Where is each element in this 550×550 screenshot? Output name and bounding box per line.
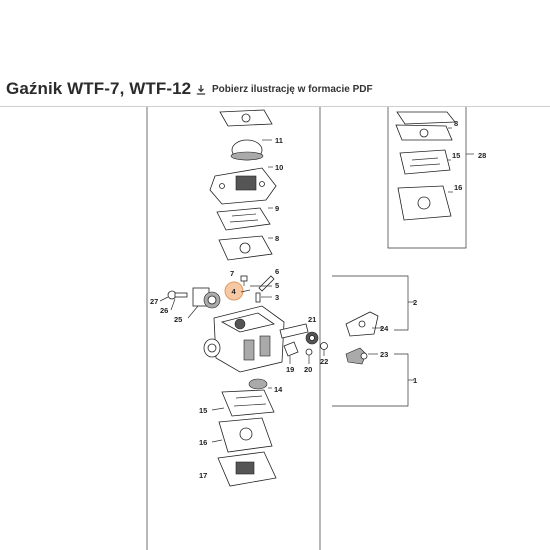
- part-8-gasket-upper: [218, 235, 273, 261]
- kit-panel-parts: [395, 111, 456, 221]
- part-6-lever: [258, 275, 275, 292]
- label-1: 1: [413, 376, 417, 385]
- part-9-gasket-upper: [216, 207, 271, 231]
- part-gasket-15-kit: [399, 149, 451, 175]
- part-carburetor-body: [203, 305, 309, 373]
- label-4: 4: [232, 287, 237, 296]
- kit-panel-leaders: [448, 127, 474, 193]
- part-22-nut: [320, 342, 328, 356]
- part-gasket-8-kit: [395, 124, 453, 141]
- label-28: 28: [478, 151, 486, 160]
- part-20-washer: [305, 348, 313, 364]
- diagram-frame: [146, 107, 467, 550]
- part-11-primer-bulb: [230, 139, 264, 161]
- download-icon: [196, 84, 206, 95]
- label-6: 6: [275, 267, 279, 276]
- label-15: 15: [199, 406, 207, 415]
- label-14: 14: [274, 385, 283, 394]
- part-21-spring: [305, 331, 319, 345]
- label-17: 17: [199, 471, 207, 480]
- part-15-gasket-main: [221, 389, 275, 417]
- label-2: 2: [413, 298, 417, 307]
- download-pdf-label: Pobierz ilustrację w formacie PDF: [212, 84, 373, 95]
- part-24-spring-cap: [345, 311, 379, 337]
- part-10-pump-cover: [209, 167, 277, 205]
- header-divider: [0, 106, 550, 107]
- label-25: 25: [174, 315, 182, 324]
- part-gasket-16-kit: [397, 185, 452, 221]
- label-11: 11: [275, 136, 283, 145]
- label-23: 23: [380, 350, 388, 359]
- label-5: 5: [275, 281, 279, 290]
- page-title: Gaźnik WTF-7, WTF-12: [6, 79, 192, 98]
- download-pdf-link[interactable]: Pobierz ilustrację w formacie PDF: [196, 84, 373, 95]
- part-diaphragm-top: [396, 111, 456, 125]
- label-20: 20: [304, 365, 312, 374]
- highlighted-part-4-marker[interactable]: 4: [224, 281, 244, 301]
- label-15-kit: 15: [452, 151, 460, 160]
- part-26-27-screw: [167, 290, 188, 300]
- part-17-base-plate: [217, 451, 277, 487]
- part-3-needle: [255, 292, 272, 303]
- label-24: 24: [380, 324, 389, 333]
- label-16: 16: [199, 438, 207, 447]
- part-diaphragm-top-main: [219, 109, 273, 127]
- part-19-lever: [283, 341, 299, 357]
- label-8: 8: [275, 234, 279, 243]
- label-26: 26: [160, 306, 168, 315]
- label-21: 21: [308, 315, 316, 324]
- part-14-filter: [248, 378, 268, 390]
- part-16-gasket-main: [218, 417, 273, 453]
- label-16-kit: 16: [454, 183, 462, 192]
- label-27: 27: [150, 297, 158, 306]
- label-7: 7: [230, 269, 234, 278]
- part-7-screw: [240, 275, 248, 286]
- carburetor-exploded-diagram: 8 15 16 28 11 10 9 8 7 6 5: [146, 107, 486, 550]
- part-25-valve-assembly: [192, 287, 221, 309]
- part-23-cap: [345, 347, 368, 365]
- label-3: 3: [275, 293, 279, 302]
- label-9: 9: [275, 204, 279, 213]
- label-8-kit: 8: [454, 119, 458, 128]
- label-19: 19: [286, 365, 294, 374]
- label-22: 22: [320, 357, 328, 366]
- label-10: 10: [275, 163, 283, 172]
